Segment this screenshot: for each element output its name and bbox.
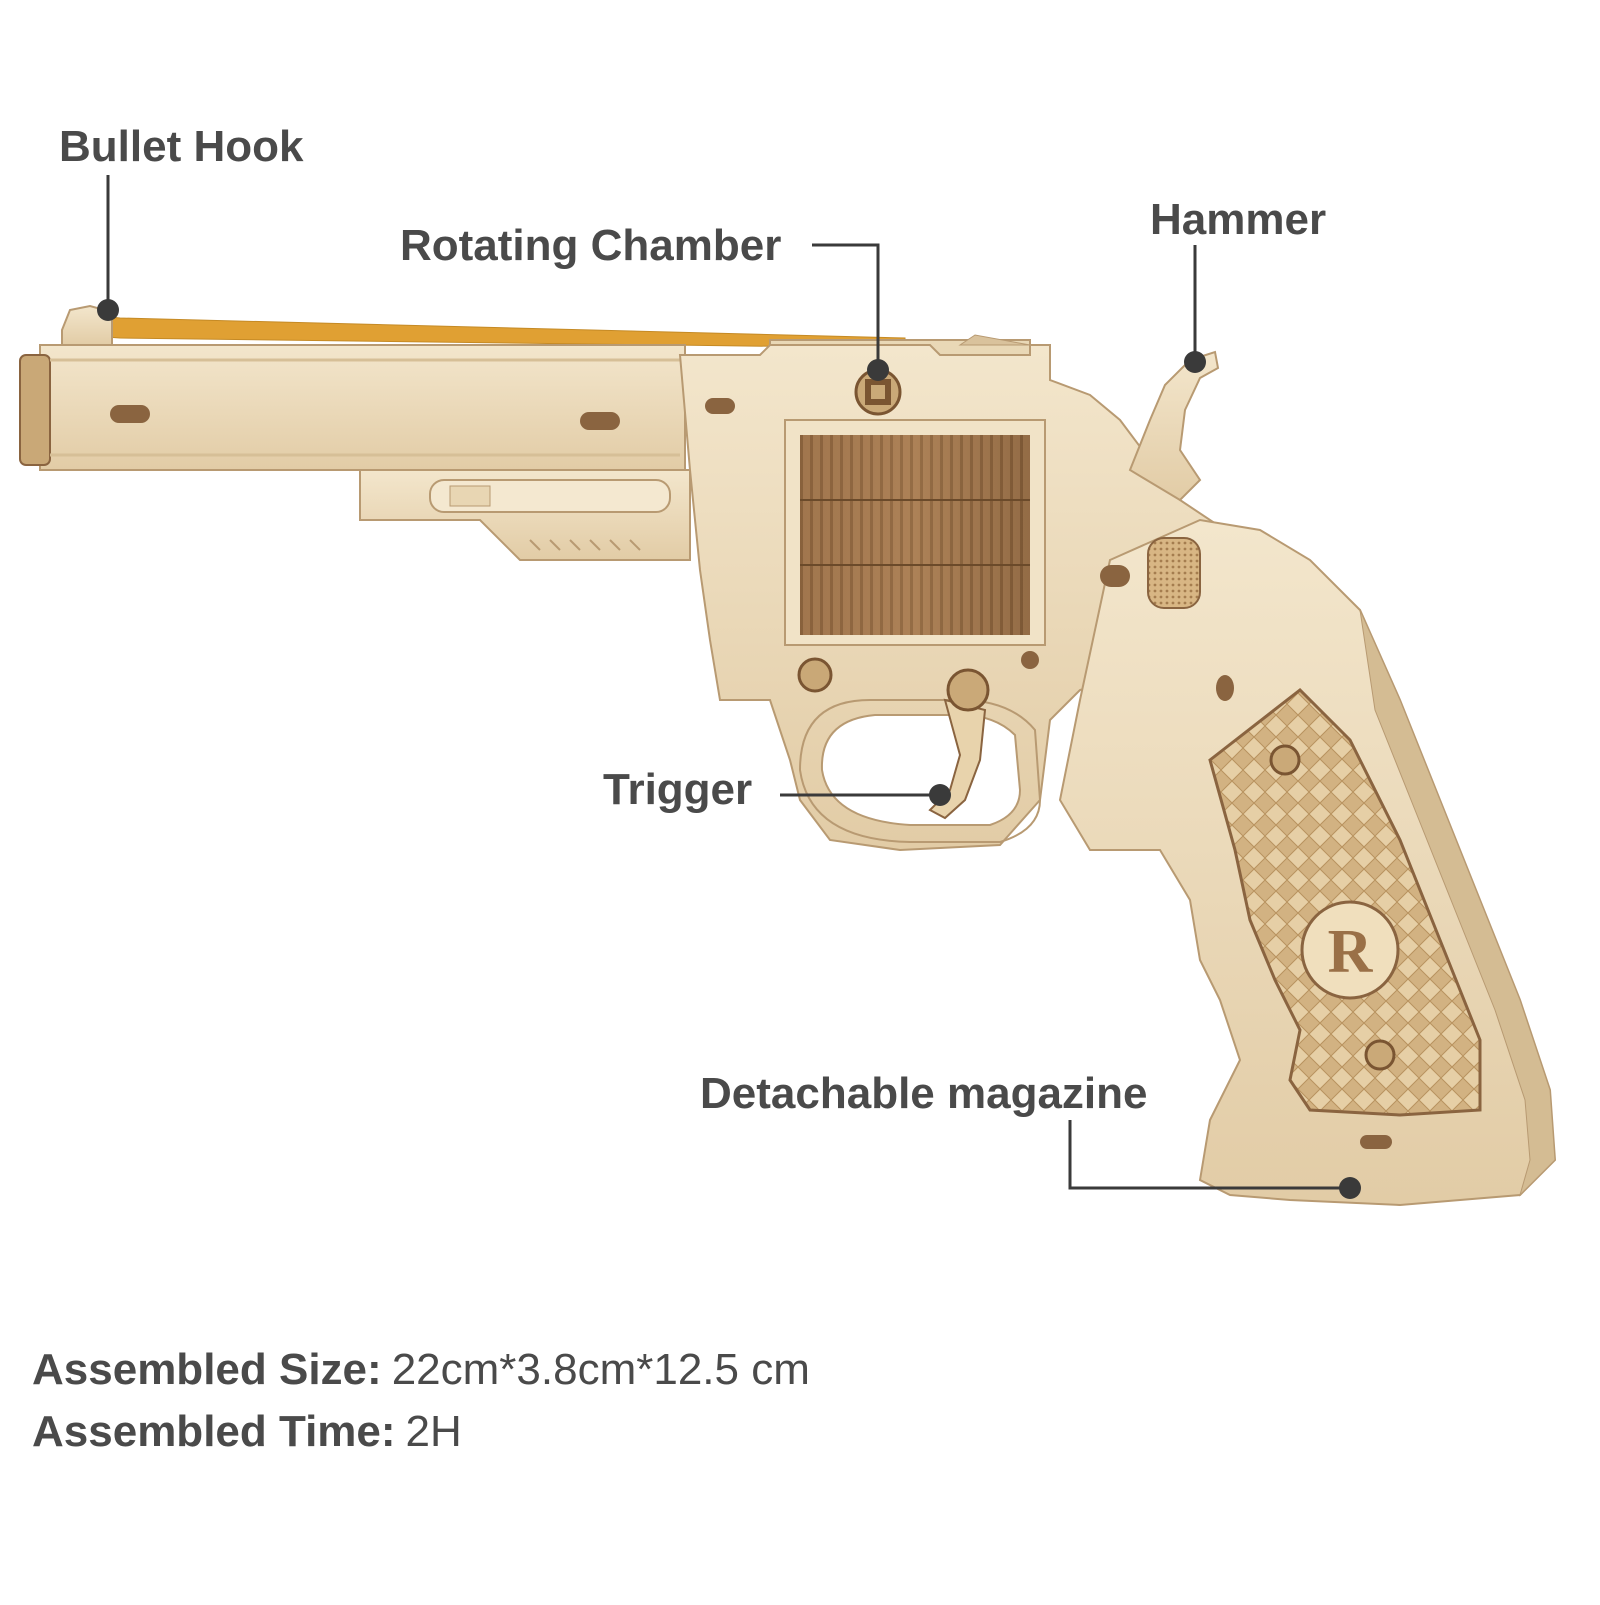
barrel <box>19 344 686 471</box>
cylinder <box>784 419 1046 646</box>
leader-lines <box>106 175 1350 1190</box>
rear-sight <box>958 334 1031 346</box>
trigger-guard <box>798 699 1042 843</box>
label-rotating-chamber: Rotating Chamber <box>400 221 782 270</box>
label-trigger: Trigger <box>603 765 753 814</box>
trigger <box>928 698 987 820</box>
svg-text:R: R <box>1328 918 1374 986</box>
spec-time-label: Assembled Time: <box>32 1407 396 1456</box>
spec-size-label: Assembled Size: <box>32 1345 382 1394</box>
label-hammer: Hammer <box>1150 195 1327 244</box>
spec-assembled-size: Assembled Size:22cm*3.8cm*12.5 cm <box>32 1348 810 1392</box>
screw-holes <box>705 398 1396 1149</box>
spec-time-value: 2H <box>405 1407 462 1456</box>
hammer <box>1128 350 1220 502</box>
ejector-rod <box>359 469 691 561</box>
spec-assembled-time: Assembled Time:2H <box>32 1410 462 1454</box>
grip-logo: R <box>1300 900 1400 1000</box>
grip-edge <box>1359 609 1556 1197</box>
cylinder-release-knob <box>1147 537 1201 609</box>
label-bullet-hook: Bullet Hook <box>59 122 304 171</box>
spec-size-value: 22cm*3.8cm*12.5 cm <box>391 1345 810 1394</box>
leader-dots <box>97 299 1361 1199</box>
label-detachable-magazine: Detachable magazine <box>700 1069 1148 1118</box>
